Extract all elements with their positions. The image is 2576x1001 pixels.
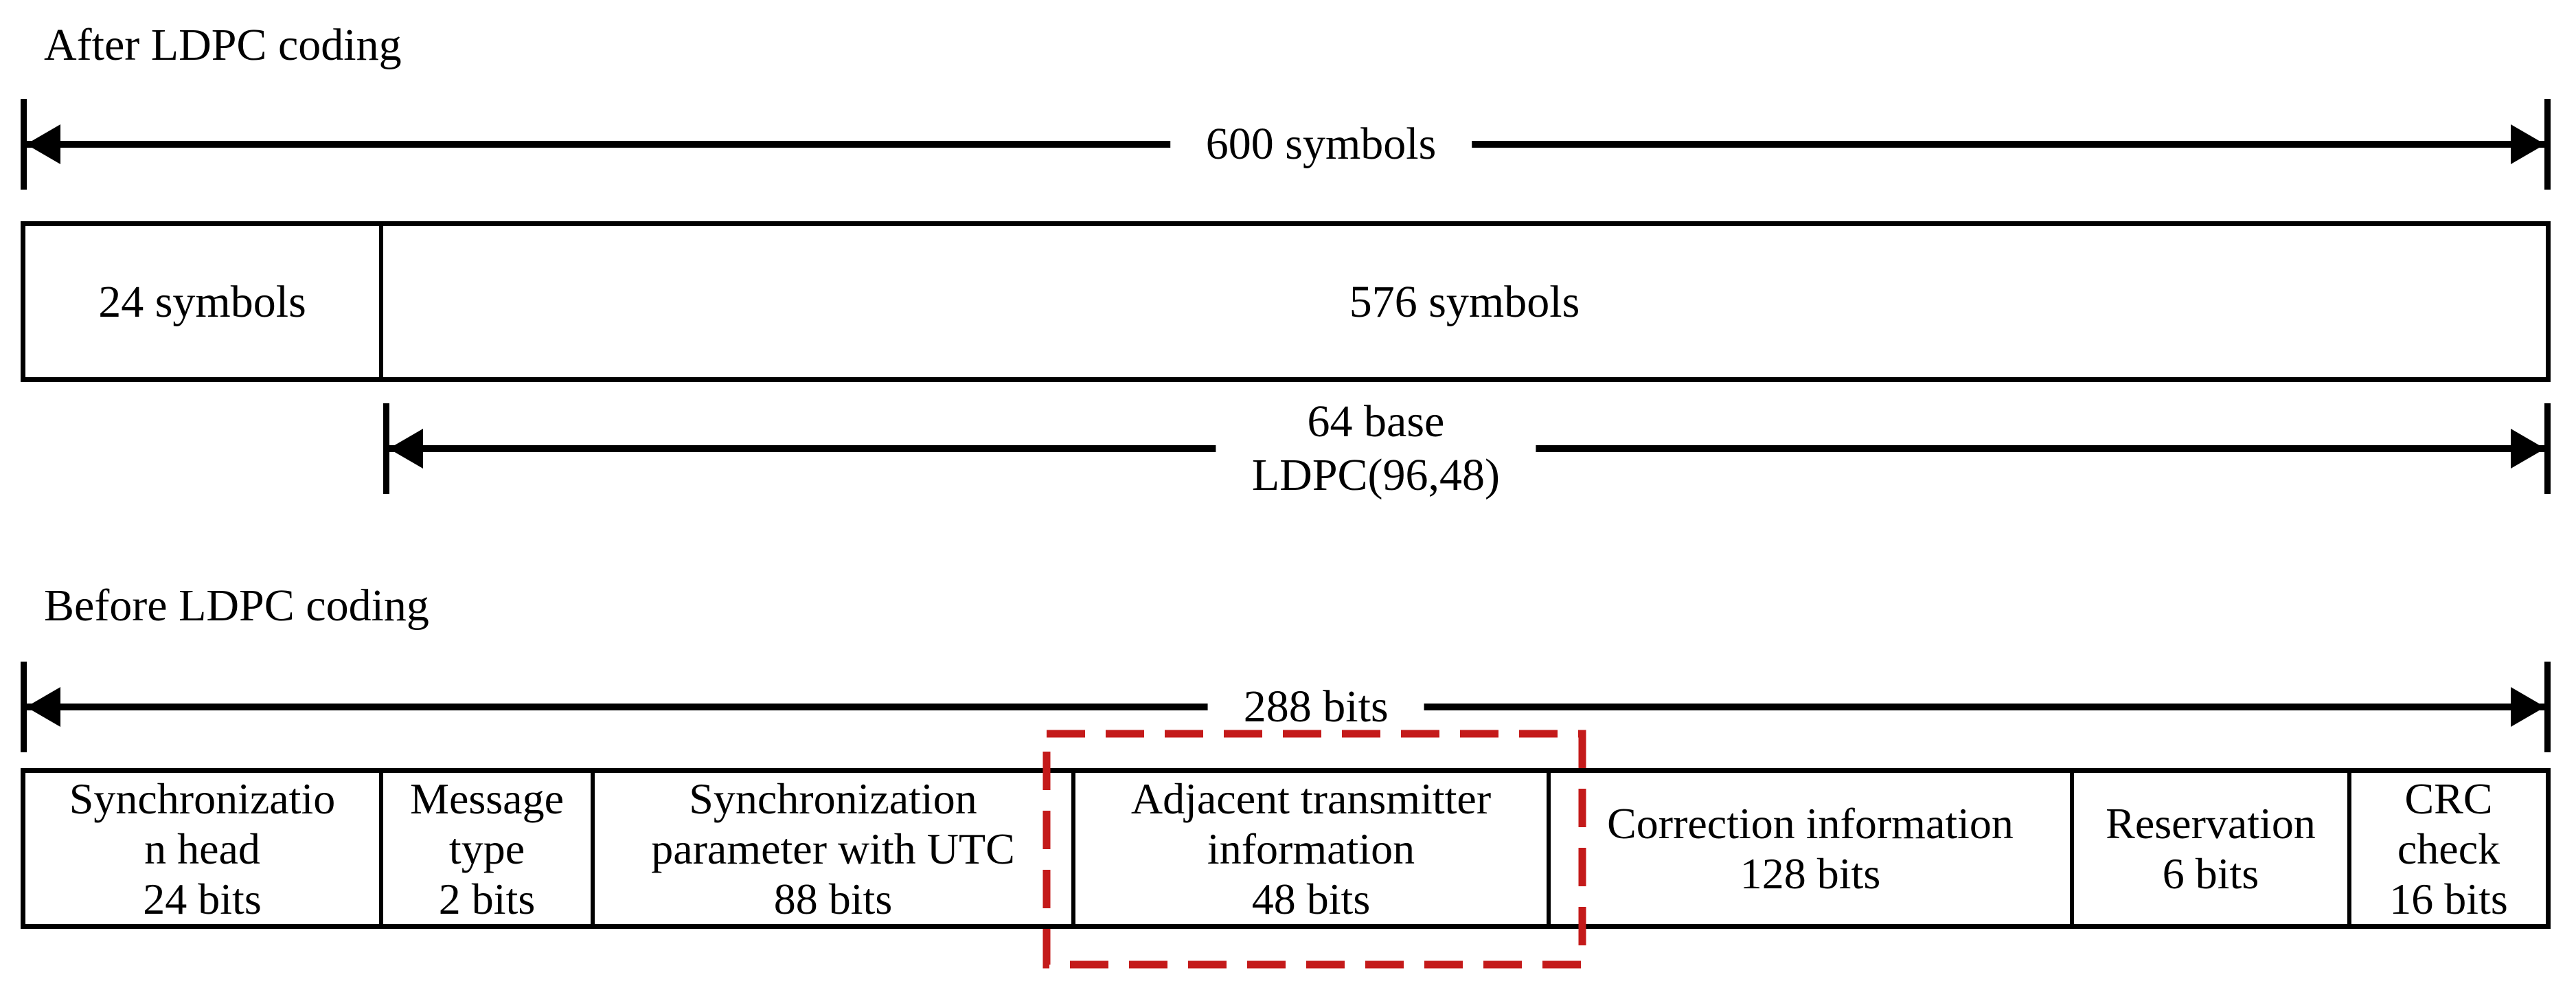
- span-arrow-label: 288 bits: [1207, 680, 1424, 734]
- left-arrowhead-icon: [389, 429, 423, 469]
- frame-cell-crc-check: CRC check 16 bits: [2351, 773, 2546, 924]
- frame-cell-message-type: Message type 2 bits: [383, 773, 595, 924]
- cell-label: Synchronization parameter with UTC 88 bi…: [651, 774, 1015, 923]
- cell-label: 576 symbols: [1349, 276, 1580, 327]
- frame-cell-576-symbols: 576 symbols: [383, 226, 2546, 377]
- right-arrowhead-icon: [2511, 124, 2545, 164]
- frame-cell-sync-head: Synchronizatio n head 24 bits: [25, 773, 383, 924]
- cell-label: Correction information 128 bits: [1607, 799, 2014, 898]
- before-coding-frame: Synchronizatio n head 24 bits Message ty…: [21, 768, 2551, 929]
- cell-label: Synchronizatio n head 24 bits: [69, 774, 336, 923]
- frame-cell-24-symbols: 24 symbols: [25, 226, 383, 377]
- span-arrow-label: 600 symbols: [1170, 117, 1472, 171]
- after-coding-frame: 24 symbols 576 symbols: [21, 221, 2551, 382]
- left-arrowhead-icon: [26, 687, 60, 727]
- span-arrow-288-bits: 288 bits: [21, 662, 2551, 752]
- cell-label: Adjacent transmitter information 48 bits: [1130, 774, 1492, 923]
- span-arrow-600-symbols: 600 symbols: [21, 99, 2551, 190]
- frame-cell-correction-information: Correction information 128 bits: [1551, 773, 2074, 924]
- frame-cell-sync-parameter-utc: Synchronization parameter with UTC 88 bi…: [595, 773, 1075, 924]
- frame-cell-adjacent-transmitter: Adjacent transmitter information 48 bits: [1075, 773, 1551, 924]
- cell-label: CRC check 16 bits: [2389, 774, 2508, 923]
- coded-payload-arrow: 64 base LDPC(96,48): [383, 395, 2551, 502]
- cell-label: 24 symbols: [98, 276, 306, 327]
- cell-label: Reservation 6 bits: [2106, 799, 2316, 898]
- coded-payload-arrow-label: 64 base LDPC(96,48): [1216, 395, 1536, 502]
- before-ldpc-title: Before LDPC coding: [44, 581, 429, 631]
- right-arrowhead-icon: [2511, 429, 2545, 469]
- cell-label: Message type 2 bits: [410, 774, 564, 923]
- right-arrowhead-icon: [2511, 687, 2545, 727]
- left-arrowhead-icon: [26, 124, 60, 164]
- after-ldpc-title: After LDPC coding: [44, 20, 402, 70]
- frame-cell-reservation: Reservation 6 bits: [2074, 773, 2351, 924]
